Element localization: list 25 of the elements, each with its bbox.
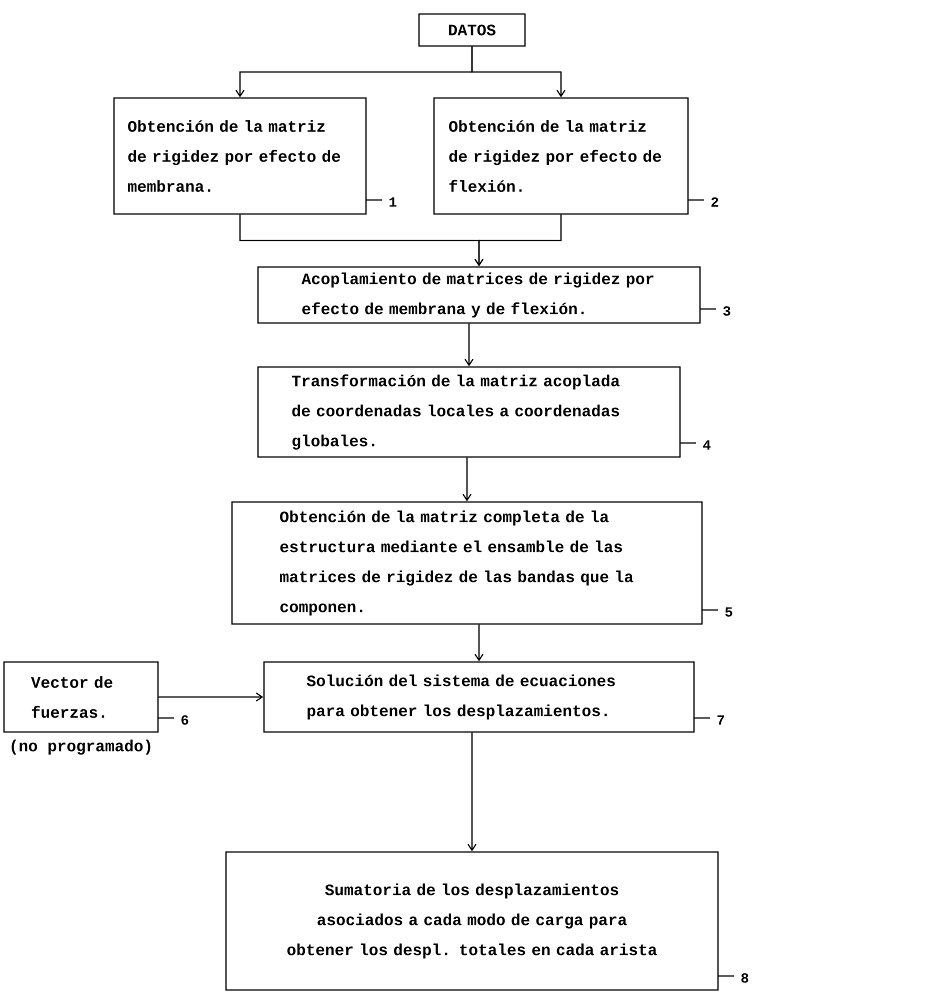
process-box: Obtención de la matriz de rigidez por efecto de flexión. bbox=[433, 97, 689, 215]
arrow bbox=[474, 214, 562, 266]
callout-number: 7 bbox=[694, 715, 724, 725]
process-box: Obtención de la matriz de rigidez por efecto de membrana. bbox=[113, 97, 367, 215]
arrow bbox=[471, 46, 566, 98]
note: (no programado) bbox=[12, 740, 150, 755]
process-box: Sumatoria de los desplazamientos asociados a cada modo de carga para obtener los despl. totales en cada arista bbox=[225, 851, 719, 991]
arrow bbox=[462, 458, 472, 502]
process-box: Solución del sistema de ecuaciones para obtener los desplazamientos. bbox=[263, 661, 695, 733]
callout-number: 4 bbox=[680, 440, 711, 450]
callout-number: 8 bbox=[718, 973, 748, 983]
process-box: Vector de fuerzas. bbox=[3, 661, 159, 733]
process-box: DATOS bbox=[418, 13, 526, 47]
arrow bbox=[467, 732, 477, 852]
callout-number: 5 bbox=[702, 607, 732, 617]
process-box: Acoplamiento de matrices de rigidez por efecto de membrana y de flexión. bbox=[257, 266, 701, 324]
callout-number: 6 bbox=[158, 715, 188, 725]
arrow bbox=[474, 624, 484, 662]
callout-number: 3 bbox=[700, 306, 730, 316]
process-box: Obtención de la matriz completa de la estructura mediante el ensamble de las matrices de rigidez de las bandas que la componen. bbox=[231, 501, 703, 625]
arrow bbox=[158, 692, 264, 702]
callout-number: 2 bbox=[688, 197, 718, 207]
callout-number: 1 bbox=[366, 197, 396, 207]
process-box: Transformación de la matriz acoplada de coordenadas locales a coordenadas globales. bbox=[257, 366, 681, 458]
arrow bbox=[464, 324, 474, 366]
